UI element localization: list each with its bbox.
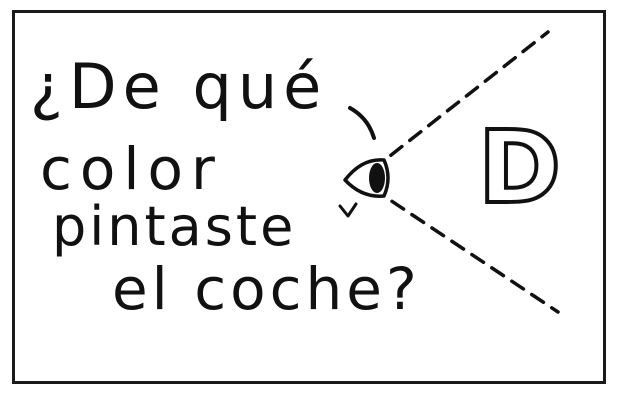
question-line-1: ¿De qué — [30, 50, 328, 123]
question-line-2: color — [40, 135, 223, 203]
letter-d-sign: D — [476, 109, 563, 226]
card-border — [12, 10, 606, 384]
question-line-4: el coche? — [112, 255, 421, 323]
question-line-3: pintaste — [52, 195, 297, 258]
